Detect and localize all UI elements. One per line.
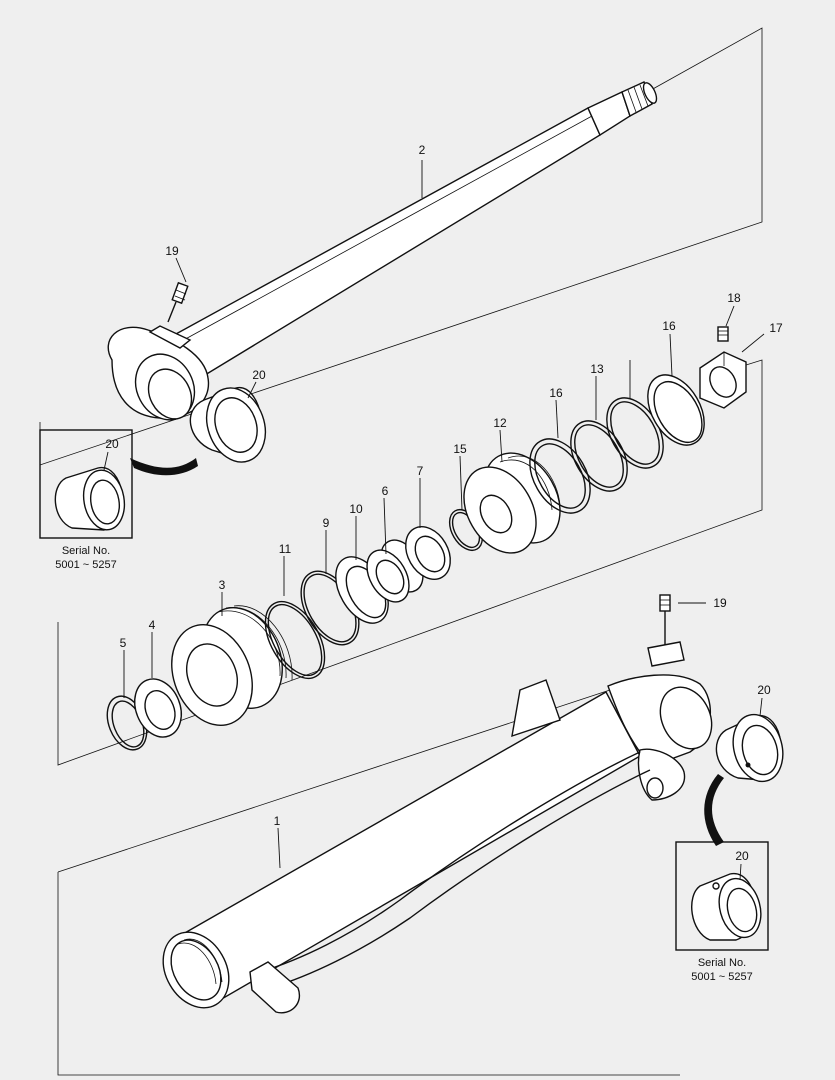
set-screw-18 [717,326,729,342]
callout-7: 7 [417,464,424,478]
seal-ring-13 [570,420,628,492]
inset-left-frame [39,429,133,539]
bushing-tube [715,713,784,783]
o-ring-11 [264,600,326,680]
callout-16-inner: 16 [549,386,563,400]
callout-12: 12 [493,416,507,430]
callout-10: 10 [349,502,363,516]
callout-11: 11 [279,542,292,556]
callout-15: 15 [453,442,467,456]
callout-20-rod: 20 [252,368,266,382]
wear-ring-16b [647,374,705,446]
callout-13: 13 [590,362,604,376]
inset-left-caption-line2: 5001 ~ 5257 [55,559,116,571]
callout-16-outer: 16 [662,319,676,333]
inset-arrow-right [704,774,724,846]
piston-rod [107,81,658,421]
callout-19-tube: 19 [713,596,727,610]
inset-left-bushing [54,467,126,531]
callout-6: 6 [382,484,389,498]
grease-nipple-rod [167,281,189,323]
inset-right-caption-line2: 5001 ~ 5257 [691,971,752,983]
nut-17 [699,351,747,409]
cylinder-tube [162,674,713,1014]
inset-right-label: 20 [735,849,749,863]
inset-right-caption-line1: Serial No. [698,957,746,969]
callout-20-tube: 20 [757,683,771,697]
inset-arrow-left [130,458,198,476]
callout-1: 1 [274,814,281,828]
callout-4: 4 [149,618,156,632]
callout-2: 2 [419,143,426,157]
inset-right-frame [675,841,769,951]
wear-ring-16a [529,438,591,514]
inset-left-caption-line1: Serial No. [62,545,110,557]
rod-cover-3 [171,605,293,726]
tube-panel-outline [57,872,680,1076]
callout-3: 3 [219,578,226,592]
retainer-4 [134,678,182,738]
callout-5: 5 [120,636,127,650]
inset-right-bushing [691,873,762,941]
callout-9: 9 [323,516,330,530]
ring-7 [405,526,451,580]
piston-12 [463,452,561,554]
callout-17: 17 [769,321,783,335]
bushing-rod [189,387,267,463]
callout-18: 18 [727,291,741,305]
grease-nipple-tube [647,594,685,667]
inset-left-label: 20 [105,437,119,451]
callout-19-rod: 19 [165,244,179,258]
seal-kit-panel-outline [57,359,763,766]
